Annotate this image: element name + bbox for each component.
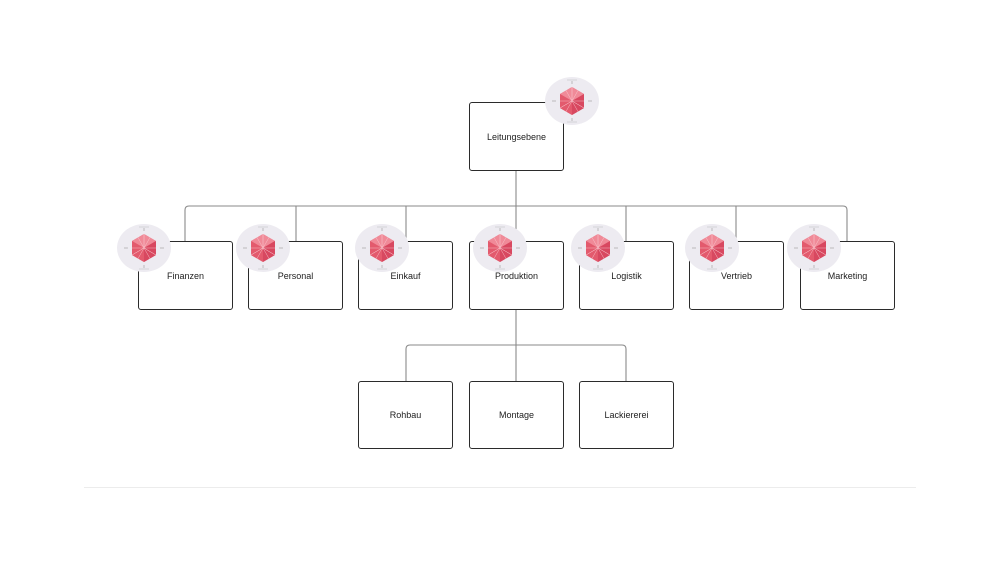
cube-radar-icon — [692, 226, 732, 270]
node-personal-label: Personal — [277, 270, 314, 281]
node-montage[interactable]: Montage — [469, 381, 564, 449]
badge-einkauf — [355, 224, 409, 272]
bottom-divider — [84, 487, 916, 488]
cube-radar-icon — [480, 226, 520, 270]
node-marketing-label: Marketing — [827, 270, 868, 281]
cube-radar-icon — [362, 226, 402, 270]
node-vertrieb-label: Vertrieb — [720, 270, 753, 281]
badge-leitungsebene — [545, 77, 599, 125]
node-rohbau[interactable]: Rohbau — [358, 381, 453, 449]
cube-radar-icon — [243, 226, 283, 270]
cube-radar-icon — [124, 226, 164, 270]
node-montage-label: Montage — [498, 410, 535, 420]
node-einkauf-label: Einkauf — [390, 270, 421, 281]
cube-radar-icon — [794, 226, 834, 270]
node-lackiererei[interactable]: Lackiererei — [579, 381, 674, 449]
cube-radar-icon — [552, 79, 592, 123]
node-leitungsebene-label: Leitungsebene — [486, 131, 547, 142]
node-logistik-label: Logistik — [611, 270, 642, 281]
badge-vertrieb — [685, 224, 739, 272]
node-lackiererei-label: Lackiererei — [604, 410, 649, 420]
badge-personal — [236, 224, 290, 272]
badge-logistik — [571, 224, 625, 272]
badge-produktion — [473, 224, 527, 272]
badge-marketing — [787, 224, 841, 272]
node-finanzen-label: Finanzen — [166, 270, 205, 281]
badge-finanzen — [117, 224, 171, 272]
node-rohbau-label: Rohbau — [389, 410, 422, 420]
cube-radar-icon — [578, 226, 618, 270]
node-produktion-label: Produktion — [494, 270, 539, 281]
